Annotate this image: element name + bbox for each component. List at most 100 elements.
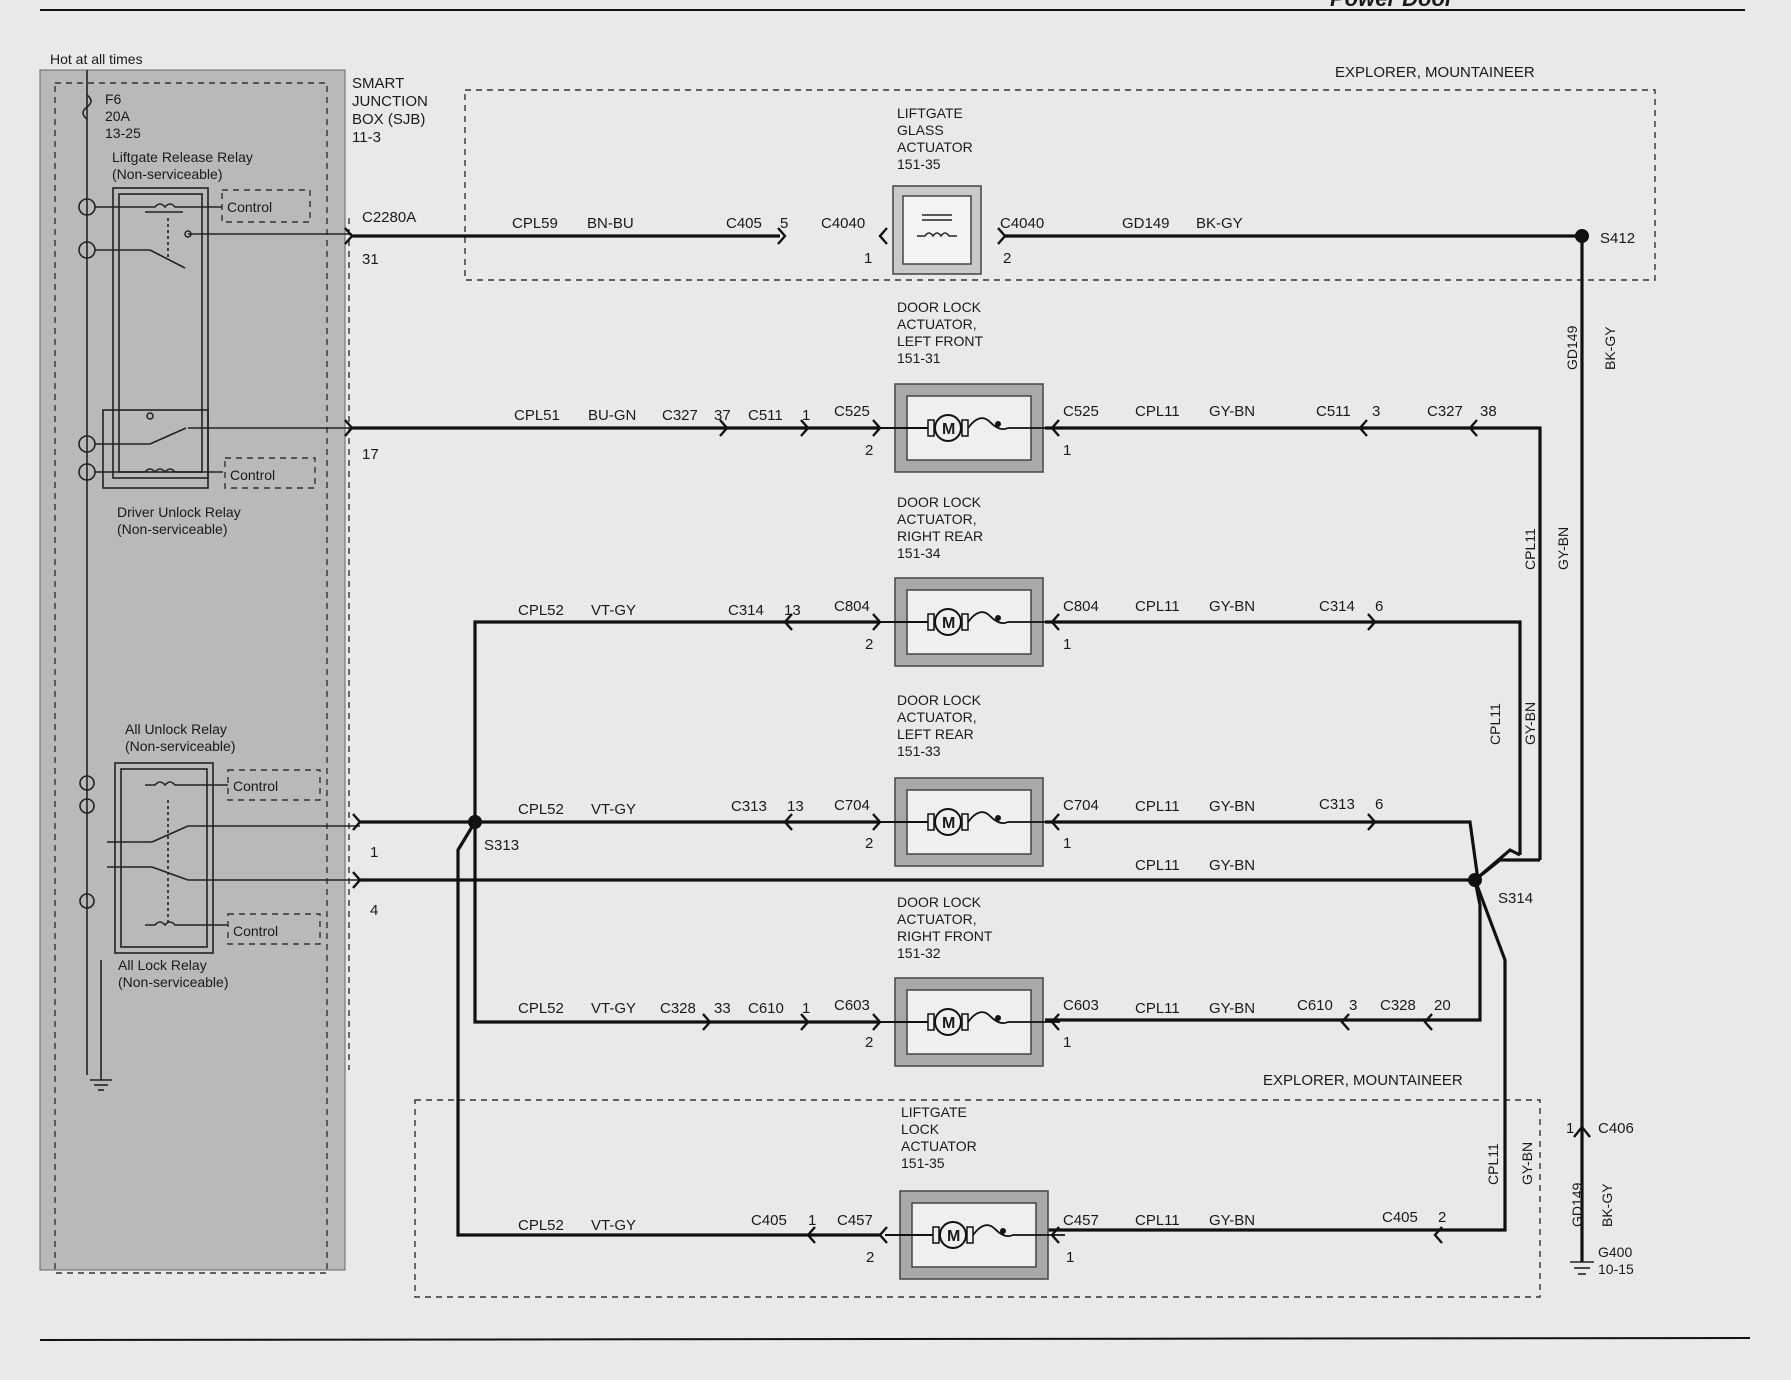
row2-right-circuit: CPL11	[1135, 403, 1180, 420]
left-rear-title-3: LEFT REAR	[897, 726, 974, 742]
row4-left-circuit: CPL52	[518, 801, 564, 818]
row4-left-color: VT-GY	[591, 801, 636, 818]
left-rear-actuator: M	[880, 777, 1060, 867]
connector-arrow-layer	[344, 227, 1478, 1244]
row3-right-color: GY-BN	[1209, 598, 1255, 615]
sjb-dashed-border	[54, 82, 328, 1274]
connector-arrow-14	[1050, 613, 1060, 631]
row5-c4-pin: 20	[1434, 997, 1451, 1014]
row2-left-color: BU-GN	[588, 407, 636, 424]
row5-c3-pin: 3	[1349, 997, 1357, 1014]
row3-wire-left	[473, 620, 880, 822]
vert-gd149-top: GD149	[1564, 325, 1580, 370]
vert-bkgy-bottom: BK-GY	[1599, 1183, 1615, 1227]
row2-right-color: GY-BN	[1209, 403, 1255, 420]
vert-cpl11-3: CPL11	[1485, 1143, 1501, 1185]
row4-pin-left: 2	[865, 835, 873, 852]
option-label-bottom: EXPLORER, MOUNTAINEER	[1263, 1072, 1463, 1089]
row4-c2-pin: 6	[1375, 796, 1383, 813]
bottom-rule	[39, 1337, 1751, 1341]
row3-c1-pin: 13	[784, 602, 801, 619]
all-unlock-coil	[145, 781, 183, 787]
row5-right-circuit: CPL11	[1135, 1000, 1180, 1017]
vert-cpl11-2: CPL11	[1487, 703, 1503, 745]
liftgate-lock-actuator: M	[885, 1190, 1065, 1280]
option-box-top	[464, 89, 1656, 281]
liftgate-lock-title-4: 151-35	[901, 1155, 945, 1171]
row6-left-color: VT-GY	[591, 1217, 636, 1234]
connector-arrow-20	[1367, 813, 1377, 831]
c406-arrow	[1573, 1125, 1591, 1138]
fuse-name: F6	[105, 91, 122, 107]
connector-arrow-21	[352, 871, 362, 889]
sjb-title-4: 11-3	[352, 129, 381, 146]
driver-unlock-switch-arm	[149, 427, 187, 445]
liftgate-lock-title-2: LOCK	[901, 1121, 940, 1137]
connector-arrow-24	[872, 1013, 882, 1031]
liftgate-glass-title-4: 151-35	[897, 156, 941, 172]
liftgate-glass-coil-icon	[917, 214, 957, 238]
row3-left-color: VT-GY	[591, 602, 636, 619]
row3-c2-pin: 6	[1375, 598, 1383, 615]
liftgate-control-label: Control	[227, 199, 272, 215]
row3-pin-right: 1	[1063, 636, 1071, 653]
left-front-motor-icon: M	[880, 414, 1060, 442]
row6-c2-pin: 2	[1438, 1209, 1446, 1226]
row2-pin-right: 1	[1063, 442, 1071, 459]
right-front-actuator: M	[880, 977, 1060, 1067]
row5-c2-pin: 1	[802, 1000, 810, 1017]
liftgate-switch-arm	[149, 249, 186, 269]
row2-c2-pin: 1	[802, 407, 810, 424]
right-front-title-4: 151-32	[897, 945, 941, 961]
left-front-motor-letter: M	[942, 421, 955, 438]
liftgate-lock-motor-letter: M	[947, 1228, 960, 1245]
driver-unlock-control-label: Control	[230, 467, 275, 483]
row5-conn-left: C603	[834, 997, 870, 1014]
connector-arrow-9	[1050, 419, 1060, 437]
all-relay-terminal-3	[79, 893, 95, 909]
connector-arrow-17	[783, 813, 793, 831]
sjb-panel	[39, 69, 346, 1271]
row1-left-circuit: CPL59	[512, 215, 558, 232]
splice-s313-label: S313	[484, 837, 519, 854]
connector-arrow-3	[878, 227, 888, 245]
row3-pin-left: 2	[865, 636, 873, 653]
row6-c1: C405	[751, 1212, 787, 1229]
liftgate-lock-motor-icon: M	[885, 1221, 1065, 1249]
row1-pin-right: 2	[1003, 250, 1011, 267]
connector-arrow-1	[344, 227, 354, 245]
row5-c2: C610	[748, 1000, 784, 1017]
row5-c1: C328	[660, 1000, 696, 1017]
driver-unlock-relay-box	[102, 409, 209, 489]
row3-c1: C314	[728, 602, 764, 619]
ground-ref: 10-15	[1598, 1261, 1634, 1277]
row5-right-color: GY-BN	[1209, 1000, 1255, 1017]
row5-left-circuit: CPL52	[518, 1000, 564, 1017]
row2-conn-right: C525	[1063, 403, 1099, 420]
row5-wire-left	[473, 822, 880, 1024]
connector-arrow-23	[800, 1013, 810, 1031]
driver-unlock-switch-contact	[146, 412, 154, 420]
row5-c4: C328	[1380, 997, 1416, 1014]
right-front-title-2: ACTUATOR,	[897, 911, 977, 927]
fuse-symbol	[82, 94, 92, 120]
driver-unlock-relay-sublabel: (Non-serviceable)	[117, 521, 227, 537]
motor-actuator-layer: M M M M M	[880, 383, 1065, 1280]
row4-c1-pin: 13	[787, 798, 804, 815]
row4-right-color: GY-BN	[1209, 798, 1255, 815]
connector-arrow-29	[878, 1226, 888, 1244]
sjb-title-3: BOX (SJB)	[352, 111, 425, 128]
row2-pin-left: 2	[865, 442, 873, 459]
row1-inline-pin: 5	[780, 215, 788, 232]
option-label-top: EXPLORER, MOUNTAINEER	[1335, 64, 1535, 81]
left-rear-title-2: ACTUATOR,	[897, 709, 977, 725]
row4-c1: C313	[731, 798, 767, 815]
sjb-title-1: SMART	[352, 75, 404, 92]
hot-at-all-times: Hot at all times	[50, 51, 143, 67]
right-rear-actuator: M	[880, 577, 1060, 667]
left-front-title-2: ACTUATOR,	[897, 316, 977, 332]
vert-gd149-bottom: GD149	[1569, 1182, 1585, 1227]
all-unlock-control-label: Control	[233, 778, 278, 794]
right-rear-motor-letter: M	[942, 615, 955, 632]
connector-arrow-26	[1340, 1013, 1350, 1031]
